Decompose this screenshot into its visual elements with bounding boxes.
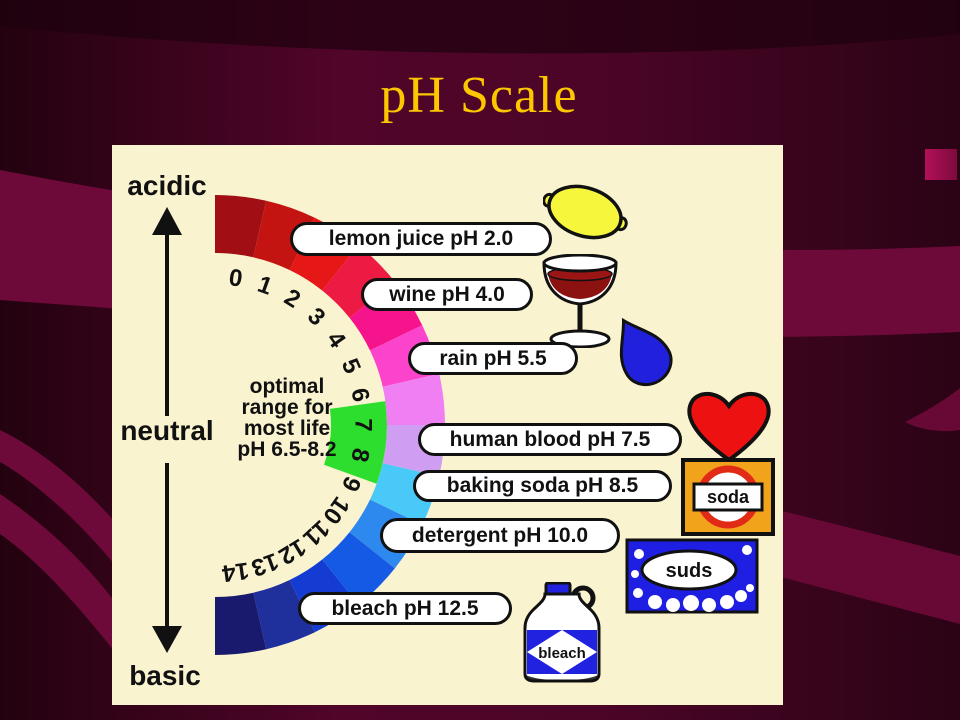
optimal-range-line: optimal [249,375,325,398]
scale-number: 7 [350,418,377,431]
scale-number: 4 [321,327,351,354]
scale-number: 13 [248,547,282,581]
scale-number: 2 [279,284,304,314]
water-drop-icon [619,317,673,387]
ph-segment [215,592,267,655]
neutral-label: neutral [120,415,214,446]
ph-segment [253,200,315,270]
ph-segment [322,245,395,318]
ph-segment [382,373,445,425]
scale-number: 1 [254,271,276,301]
heart-icon [687,391,771,463]
wine-glass-icon [542,254,618,348]
scale-number: 14 [220,556,251,587]
soda-box-label: soda [707,487,750,507]
lemon-icon [543,184,628,240]
label-lemon-juice: lemon juice pH 2.0 [290,222,552,256]
ph-segment [322,532,395,605]
ph-segment [253,580,315,650]
acid-base-axis-arrow [152,207,182,653]
suds-box-icon: suds [625,538,759,614]
optimal-range-wedge [324,401,387,484]
slide-title: pH Scale [380,67,578,124]
acidic-label: acidic [127,170,207,201]
scale-number: 3 [302,303,330,332]
label-detergent: detergent pH 10.0 [380,518,620,553]
optimal-range-line: most life [243,417,331,440]
scale-number: 0 [227,264,244,293]
scale-number: 8 [345,446,374,465]
optimal-range-line: pH 6.5-8.2 [237,438,337,461]
ph-segment [215,195,267,258]
scale-number: 5 [336,355,366,378]
label-bleach: bleach pH 12.5 [298,592,512,625]
accent-square [925,149,957,180]
bleach-bottle-icon: bleach [523,582,601,683]
optimal-range-note: optimal range for most life pH 6.5-8.2 [224,376,350,460]
label-wine: wine pH 4.0 [361,278,533,311]
optimal-range-line: range for [241,396,333,419]
bleach-bottle-label: bleach [538,645,586,662]
label-rain: rain pH 5.5 [408,342,578,375]
basic-label: basic [129,660,201,691]
suds-box-label: suds [666,560,713,582]
scale-number: 6 [345,386,374,405]
soda-box-icon: soda [681,458,775,536]
label-human-blood: human blood pH 7.5 [418,423,682,456]
label-baking-soda: baking soda pH 8.5 [413,470,672,502]
